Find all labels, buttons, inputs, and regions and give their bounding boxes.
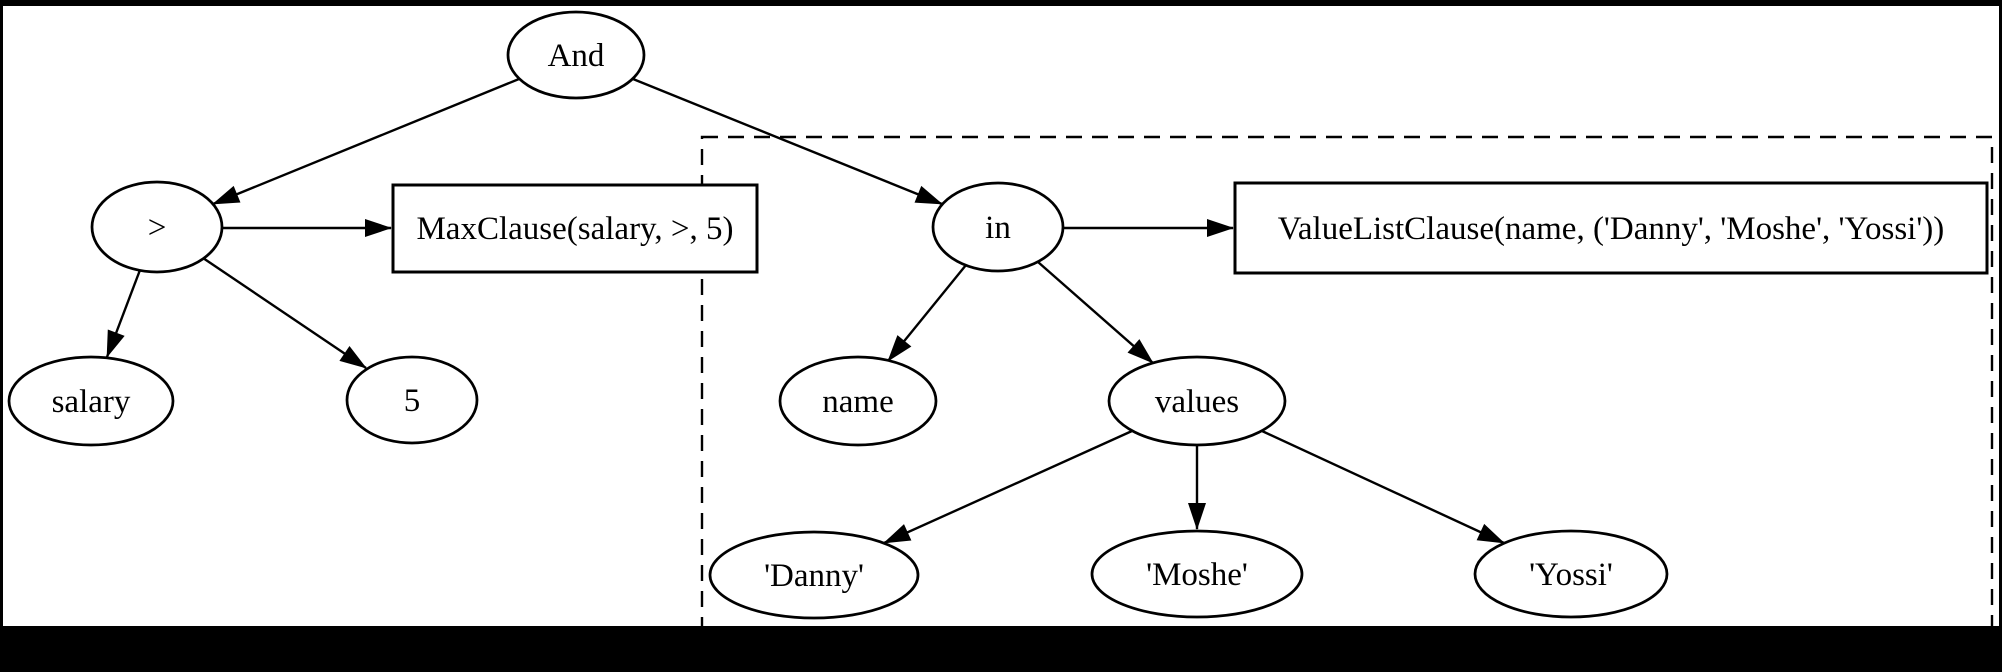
- frame-bottom-bar: [0, 626, 2002, 672]
- node-gt-shape: [90, 180, 224, 274]
- node-and-shape: [506, 10, 646, 100]
- clause-box-max-label: MaxClause(salary, >, 5): [416, 211, 733, 247]
- node-values: values: [1107, 355, 1287, 447]
- node-values-shape: [1107, 355, 1287, 447]
- node-five: 5: [345, 355, 479, 445]
- edge-values-yossi: [1261, 429, 1505, 545]
- node-gt-label: >: [148, 210, 167, 246]
- frame-right: [1999, 0, 2002, 672]
- node-danny-label: 'Danny': [764, 558, 864, 594]
- node-moshe-label: 'Moshe': [1146, 557, 1248, 593]
- clause-box-valuelist: ValueListClause(name, ('Danny', 'Moshe',…: [1233, 181, 1989, 275]
- clause-box-max: MaxClause(salary, >, 5): [391, 183, 759, 274]
- node-salary: salary: [7, 355, 175, 447]
- cluster-boundary: [700, 135, 1994, 644]
- node-salary-label: salary: [52, 384, 131, 420]
- clause-box-valuelist-label: ValueListClause(name, ('Danny', 'Moshe',…: [1278, 211, 1945, 247]
- frame-top: [0, 0, 2002, 6]
- node-and-label: And: [548, 38, 605, 74]
- edge-and-in: [632, 77, 943, 206]
- edge-in-name: [887, 264, 967, 362]
- node-in-label: in: [985, 210, 1011, 246]
- node-yossi-shape: [1473, 529, 1669, 619]
- node-name-label: name: [822, 384, 893, 420]
- node-values-label: values: [1155, 384, 1239, 420]
- node-in: in: [931, 181, 1065, 273]
- node-yossi-label: 'Yossi': [1529, 557, 1613, 593]
- edge-gt-salary: [105, 269, 142, 358]
- node-moshe-shape: [1090, 529, 1304, 619]
- edge-gt-five: [202, 257, 367, 369]
- node-danny: 'Danny': [708, 530, 920, 620]
- node-in-shape: [931, 181, 1065, 273]
- node-name-shape: [778, 355, 938, 447]
- node-name: name: [778, 355, 938, 447]
- edge-in-values: [1037, 261, 1154, 364]
- node-danny-shape: [708, 530, 920, 620]
- clause-box-max-shape: [391, 183, 759, 274]
- frame-left: [0, 0, 3, 672]
- edge-and-gt: [212, 77, 520, 206]
- node-yossi: 'Yossi': [1473, 529, 1669, 619]
- node-gt: >: [90, 180, 224, 274]
- node-five-label: 5: [404, 383, 421, 419]
- clause-box-valuelist-shape: [1233, 181, 1989, 275]
- node-and: And: [506, 10, 646, 100]
- edges: [105, 77, 1505, 545]
- node-five-shape: [345, 355, 479, 445]
- node-moshe: 'Moshe': [1090, 529, 1304, 619]
- node-salary-shape: [7, 355, 175, 447]
- edge-values-danny: [883, 429, 1133, 545]
